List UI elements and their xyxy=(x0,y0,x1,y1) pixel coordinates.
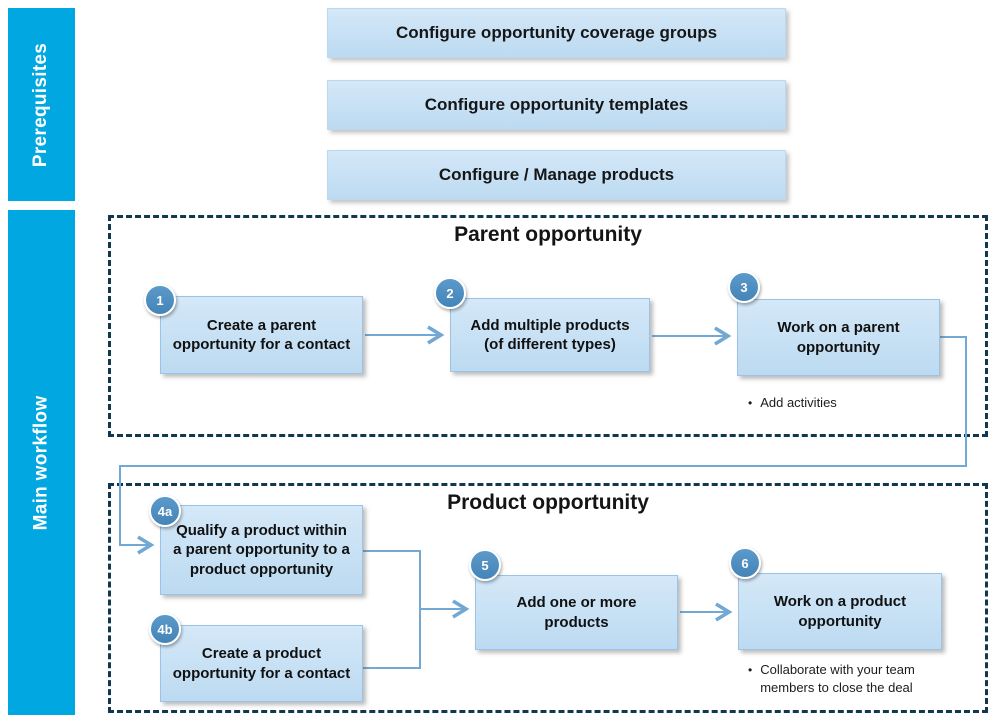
bullet-collaborate-team: Collaborate with your team members to cl… xyxy=(748,661,918,697)
step-number-5: 5 xyxy=(469,549,501,581)
step-box-create-product-opportunity: Create a product opportunity for a conta… xyxy=(160,625,363,702)
bullet-add-activities-text: Add activities xyxy=(760,395,837,410)
step-label-create-parent-opportunity: Create a parent opportunity for a contac… xyxy=(172,316,351,353)
step-number-1: 1 xyxy=(144,284,176,316)
step-label-work-product-opportunity: Work on a product opportunity xyxy=(773,593,907,630)
step-number-3: 3 xyxy=(728,271,760,303)
prereq-bar-templates: Configure opportunity templates xyxy=(327,80,786,130)
bullet-collaborate-team-text: Collaborate with your team members to cl… xyxy=(760,662,915,696)
prereq-bar-manage-products: Configure / Manage products xyxy=(327,150,786,200)
step-number-4a: 4a xyxy=(149,495,181,527)
step-number-2: 2 xyxy=(434,277,466,309)
step-label-work-parent-opportunity: Work on a parent opportunity xyxy=(777,319,900,356)
step-label-create-product-opportunity: Create a product opportunity for a conta… xyxy=(172,645,351,682)
main-workflow-band-label: Main workflow xyxy=(30,395,52,530)
parent-opportunity-title: Parent opportunity xyxy=(454,223,642,246)
step-label-add-one-or-more-products: Add one or more products xyxy=(516,594,637,631)
prereq-bar-coverage-groups: Configure opportunity coverage groups xyxy=(327,8,786,58)
step-number-4b: 4b xyxy=(149,613,181,645)
prerequisites-band: Prerequisites xyxy=(8,8,75,201)
prereq-bar-coverage-groups-label: Configure opportunity coverage groups xyxy=(395,23,718,42)
prerequisites-band-label: Prerequisites xyxy=(30,42,52,167)
step-label-add-multiple-products: Add multiple products (of different type… xyxy=(470,316,630,353)
step-label-qualify-product: Qualify a product within a parent opport… xyxy=(173,522,350,578)
prereq-bar-templates-label: Configure opportunity templates xyxy=(424,95,689,114)
step-box-work-product-opportunity: Work on a product opportunity xyxy=(738,573,942,650)
main-workflow-band: Main workflow xyxy=(8,210,75,715)
step-box-add-multiple-products: Add multiple products (of different type… xyxy=(450,298,650,372)
prereq-bar-manage-products-label: Configure / Manage products xyxy=(438,165,675,184)
step-box-create-parent-opportunity: Create a parent opportunity for a contac… xyxy=(160,296,363,374)
step-box-work-parent-opportunity: Work on a parent opportunity xyxy=(737,299,940,376)
step-number-6: 6 xyxy=(729,547,761,579)
bullet-add-activities: Add activities xyxy=(748,394,948,412)
step-box-add-one-or-more-products: Add one or more products xyxy=(475,575,678,650)
step-box-qualify-product: Qualify a product within a parent opport… xyxy=(160,505,363,595)
